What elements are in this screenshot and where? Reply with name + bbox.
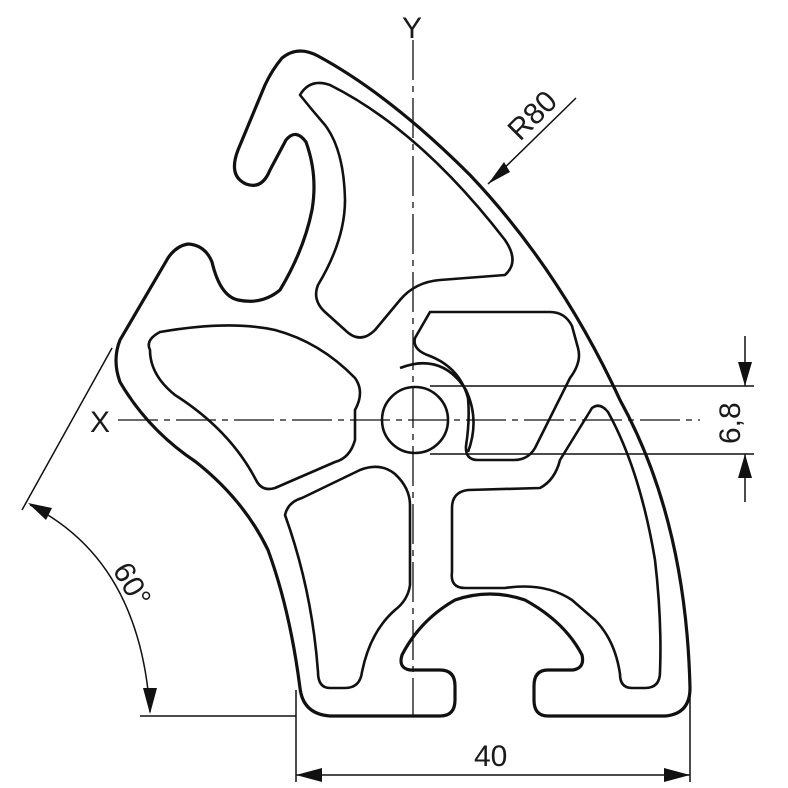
angle-arrow-lower-icon — [143, 688, 157, 714]
radius-arrow-icon — [488, 162, 510, 184]
cavity-right-upper — [413, 310, 581, 462]
radius-label: R80 — [502, 85, 564, 147]
angle-label: 60° — [106, 557, 157, 613]
profile-outer-contour — [114, 49, 692, 718]
bore-label: 6,8 — [714, 402, 747, 444]
cavity-right-lower — [450, 404, 662, 690]
width-label: 40 — [474, 740, 507, 773]
bore-boss — [399, 361, 475, 453]
angle-arc — [29, 504, 151, 713]
bore-arrow-bottom-icon — [738, 454, 752, 478]
width-arrow-right-icon — [664, 768, 690, 782]
y-axis-label: Y — [402, 12, 422, 45]
bore-arrow-top-icon — [738, 362, 752, 386]
cavity-top — [298, 81, 514, 339]
cavity-bottom-left — [283, 465, 412, 690]
cavity-left — [147, 324, 362, 491]
x-axis-label: X — [90, 406, 110, 439]
angle-arrow-upper-icon — [28, 503, 52, 520]
angle-ext-upper — [21, 347, 113, 511]
width-arrow-left-icon — [296, 768, 322, 782]
